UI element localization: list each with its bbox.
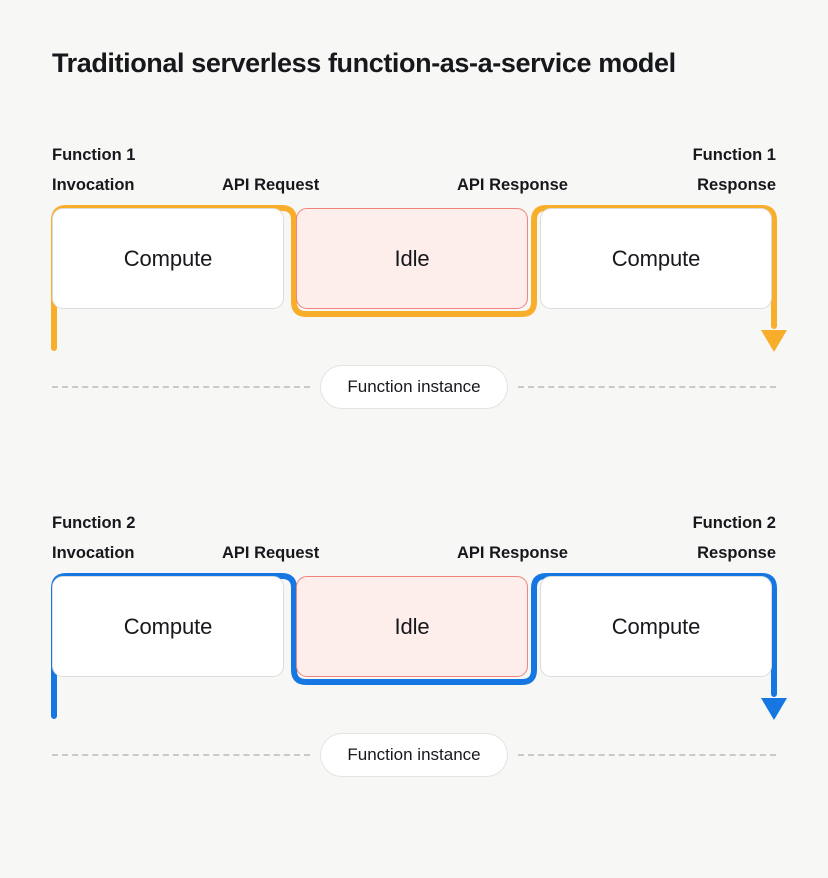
timeline-track-function-1: Compute Idle Compute [51,202,787,362]
page-title: Traditional serverless function-as-a-ser… [52,48,676,78]
label-line-1: Function 1 [52,146,136,164]
label-line-2: Invocation [52,544,135,562]
dashed-line-right [517,386,776,388]
label-line-2: Response [697,176,776,194]
timeline-section-function-1: Function 1 Invocation API Request API Re… [0,140,828,412]
timeline-labels: Function 2 Invocation API Request API Re… [52,508,776,570]
label-line-1: Function 1 [692,146,776,164]
label-api-request: API Request [222,544,320,562]
function-instance-divider: Function instance [52,730,776,780]
box-idle: Idle [296,576,528,677]
label-line-2: Invocation [52,176,135,194]
timeline-section-function-2: Function 2 Invocation API Request API Re… [0,508,828,780]
box-compute-2: Compute [540,576,772,677]
function-instance-pill: Function instance [320,365,508,409]
label-function-1-response: Function 1 Response [693,140,776,200]
box-compute-1: Compute [52,208,284,309]
label-function-1-invocation: Function 1 Invocation [52,140,135,200]
label-api-request: API Request [222,176,320,194]
timeline-boxes: Compute Idle Compute [52,208,776,309]
box-compute-2: Compute [540,208,772,309]
rail-arrowhead-icon [761,330,787,352]
label-api-response: API Response [457,544,568,562]
label-function-2-invocation: Function 2 Invocation [52,508,135,568]
timeline-labels: Function 1 Invocation API Request API Re… [52,140,776,202]
box-compute-1: Compute [52,576,284,677]
box-idle: Idle [296,208,528,309]
timeline-track-function-2: Compute Idle Compute [51,570,787,730]
label-line-2: Response [697,544,776,562]
label-function-2-response: Function 2 Response [693,508,776,568]
dashed-line-left [52,754,311,756]
function-instance-pill: Function instance [320,733,508,777]
function-instance-divider: Function instance [52,362,776,412]
label-line-1: Function 2 [52,514,136,532]
label-line-1: Function 2 [692,514,776,532]
dashed-line-right [517,754,776,756]
label-api-response: API Response [457,176,568,194]
dashed-line-left [52,386,311,388]
rail-arrowhead-icon [761,698,787,720]
timeline-boxes: Compute Idle Compute [52,576,776,677]
